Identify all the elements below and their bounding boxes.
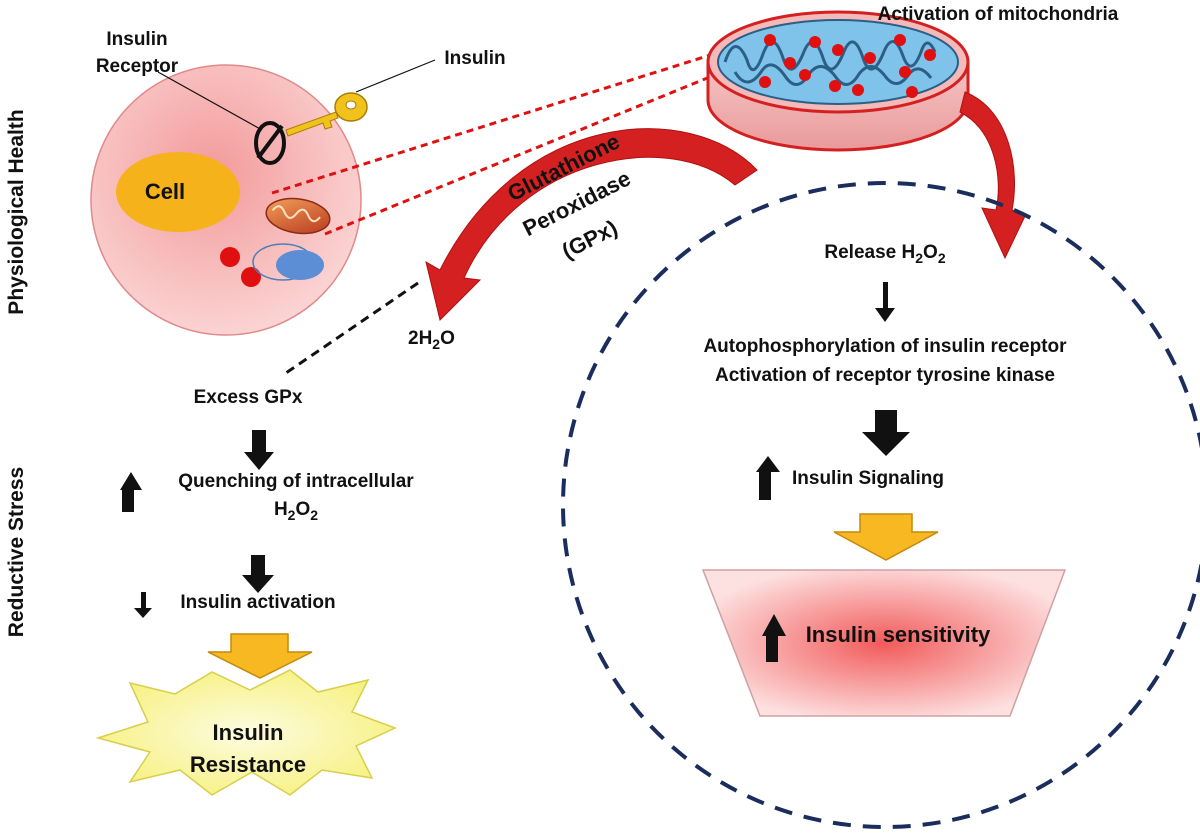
tyrosine-kinase-line: Activation of receptor tyrosine kinase xyxy=(715,365,1055,386)
insulin-key-icon xyxy=(285,92,368,137)
quench-line2: H2O2 xyxy=(274,499,318,523)
curved-arrow-to-release xyxy=(959,91,1027,260)
nucleus xyxy=(116,152,240,232)
water-product: 2H2O xyxy=(408,328,455,352)
side-label-physiological-health: Physiological Health xyxy=(5,109,28,314)
up-arrow-sensitivity xyxy=(762,614,786,662)
up-arrow-quench xyxy=(120,472,142,512)
enzyme-label-line3: (GPx) xyxy=(558,215,622,264)
quench-line1: Quenching of intracellular xyxy=(178,471,414,492)
down-arrow-2 xyxy=(242,555,274,593)
receptor-leader-line xyxy=(157,71,263,131)
small-mitochondrion xyxy=(265,197,331,235)
mitochondria-title: Activation of mitochondria xyxy=(878,4,1119,25)
up-arrow-signaling xyxy=(756,456,780,500)
down-arrow-4 xyxy=(862,410,910,456)
autophosphorylation-line: Autophosphorylation of insulin receptor xyxy=(703,336,1067,357)
cristae xyxy=(723,40,937,71)
release-h2o2: Release H2O2 xyxy=(824,242,945,266)
insulin-activation: Insulin activation xyxy=(180,592,335,613)
excess-gpx: Excess GPx xyxy=(194,387,303,408)
vesicle xyxy=(241,267,261,287)
insulin-resistance-line2: Resistance xyxy=(190,752,306,777)
curved-arrow-gpx xyxy=(425,128,758,321)
insulin-signaling: Insulin Signaling xyxy=(792,468,944,489)
dashed-circle xyxy=(561,181,1200,829)
matrix-granules xyxy=(759,34,936,98)
insulin-resistance-line1: Insulin xyxy=(213,720,284,745)
receptor-label-line1: Insulin xyxy=(106,29,167,50)
insulin-label: Insulin xyxy=(444,48,505,69)
side-label-reductive-stress: Reductive Stress xyxy=(5,467,28,637)
receptor-label-line2: Receptor xyxy=(96,56,179,77)
cell-diagram: Cell Insulin Receptor Insulin xyxy=(90,29,506,336)
gold-arrow-left xyxy=(207,633,313,679)
zoom-line-top xyxy=(271,50,721,195)
insulin-leader-line xyxy=(355,59,436,93)
down-arrow-3 xyxy=(875,282,895,322)
insulin-resistance-burst xyxy=(95,669,397,796)
gold-arrow-right xyxy=(833,513,939,561)
vesicle-blue xyxy=(276,250,324,280)
large-mitochondrion xyxy=(706,10,970,152)
insulin-sensitivity-trapezoid xyxy=(701,569,1067,717)
insulin-sensitivity: Insulin sensitivity xyxy=(806,622,991,647)
down-arrow-activation xyxy=(134,592,152,618)
insulin-receptor-icon xyxy=(254,121,286,165)
vesicle xyxy=(220,247,240,267)
excess-connector xyxy=(282,281,419,377)
nucleus-label: Cell xyxy=(145,179,185,204)
down-arrow-1 xyxy=(244,430,274,470)
